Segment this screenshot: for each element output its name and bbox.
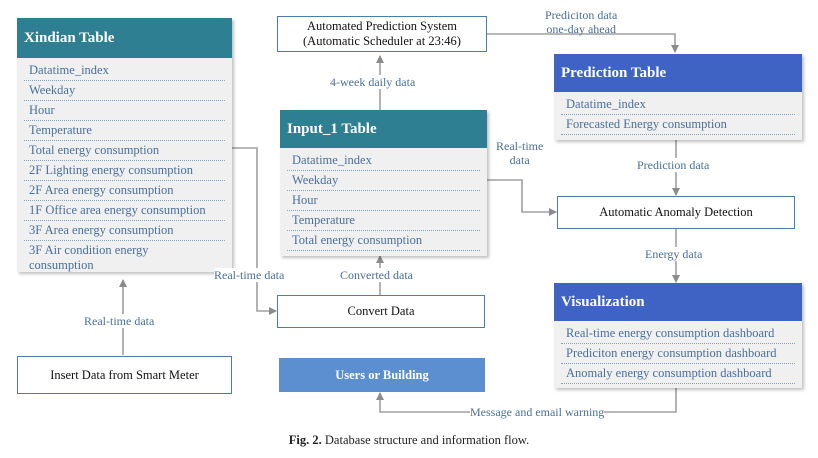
input1-field: Temperature [287, 211, 480, 231]
input1-field: Datatime_index [287, 151, 480, 171]
prediction-ahead-line2: one-day ahead [546, 22, 616, 36]
realtime-input-label: Real-time data [496, 139, 543, 167]
energy-data-label: Energy data [645, 247, 703, 261]
figure-caption: Fig. 2. Database structure and informati… [0, 433, 818, 448]
arrow-aps-to-prediction [487, 33, 679, 53]
xindian-table-title: Xindian Table [17, 18, 232, 58]
prediction-data-label: Prediction data [637, 158, 710, 172]
prediction-field: Forecasted Energy consumption [561, 115, 795, 135]
warning-label: Message and email warning [470, 405, 605, 419]
prediction-ahead-label: Prediciton data one-day ahead [545, 8, 617, 36]
prediction-field: Datatime_index [561, 95, 795, 115]
realtime-convert-label: Real-time data [214, 268, 285, 282]
xindian-field: 2F Area energy consumption [24, 181, 225, 201]
arrow-input1-to-anomaly [487, 179, 557, 216]
insert-data-box: Insert Data from Smart Meter [17, 356, 232, 394]
xindian-field: 3F Area energy consumption [24, 221, 225, 241]
realtime-input-line1: Real-time [496, 139, 544, 153]
input1-field: Total energy consumption [287, 231, 480, 251]
realtime-meter-label: Real-time data [84, 314, 155, 328]
input1-table-title: Input_1 Table [280, 110, 487, 148]
users-building-label: Users or Building [335, 367, 429, 382]
four-week-label: 4-week daily data [330, 75, 416, 89]
convert-data-label: Convert Data [347, 304, 415, 318]
xindian-field: 1F Office area energy consumption [24, 201, 225, 221]
figure-caption-text: Database structure and information flow. [324, 433, 530, 447]
xindian-field: Total energy consumption [24, 141, 225, 161]
insert-data-label: Insert Data from Smart Meter [50, 367, 199, 382]
prediction-table-title: Prediction Table [554, 54, 802, 92]
xindian-field: Datatime_index [24, 61, 225, 81]
visualization-field: Prediciton energy consumption dashboard [561, 344, 795, 364]
xindian-field: Hour [24, 101, 225, 121]
xindian-field: 2F Lighting energy consumption [24, 161, 225, 181]
anomaly-detection-label: Automatic Anomaly Detection [599, 205, 753, 219]
anomaly-detection-box: Automatic Anomaly Detection [557, 196, 795, 229]
converted-data-label: Converted data [340, 268, 413, 282]
aps-title: Automated Prediction System [307, 19, 457, 33]
realtime-input-line2: data [509, 153, 530, 167]
users-building-box: Users or Building [279, 358, 485, 392]
arrow-xindian-to-convert [232, 147, 277, 315]
input1-field: Weekday [287, 171, 480, 191]
visualization-table-title: Visualization [554, 283, 802, 321]
xindian-field: Temperature [24, 121, 225, 141]
prediction-table: Prediction Table Datatime_index Forecast… [554, 54, 802, 140]
aps-schedule: (Automatic Scheduler at 23:46) [303, 34, 461, 48]
convert-data-box: Convert Data [277, 295, 485, 328]
visualization-table: Visualization Real-time energy consumpti… [554, 283, 802, 388]
input1-field: Hour [287, 191, 480, 211]
automated-prediction-system: Automated Prediction System (Automatic S… [277, 16, 487, 52]
xindian-field: 3F Air condition energy consumption [29, 243, 149, 272]
figure-number: Fig. 2. [288, 433, 322, 447]
visualization-field: Real-time energy consumption dashboard [561, 324, 795, 344]
visualization-field: Anomaly energy consumption dashboard [561, 364, 795, 384]
input1-table: Input_1 Table Datatime_index Weekday Hou… [280, 110, 487, 256]
xindian-table: Xindian Table Datatime_index Weekday Hou… [17, 18, 232, 272]
xindian-field: Weekday [24, 81, 225, 101]
prediction-ahead-line1: Prediciton data [545, 8, 618, 22]
